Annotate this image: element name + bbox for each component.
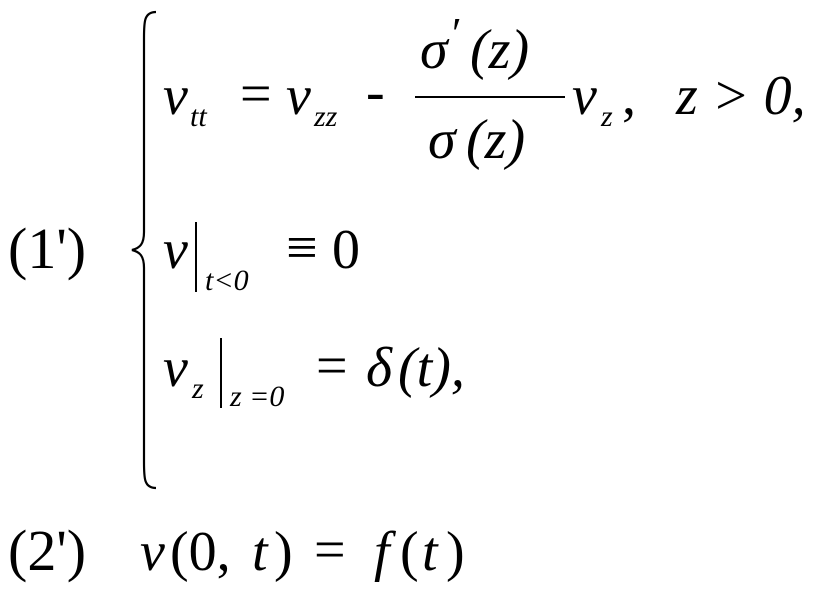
delta-argument: (t), <box>398 337 465 399</box>
equals-sign: = <box>240 63 272 125</box>
f-function: f <box>374 521 390 583</box>
v-tt-var: v <box>163 65 188 127</box>
denominator-sigma: σ <box>428 109 456 171</box>
numerator-prime: ′ <box>452 9 462 58</box>
z-positive-condition: z > 0, <box>676 65 806 127</box>
v-var: v <box>163 219 188 281</box>
v-z-boundary-var: v <box>163 337 188 399</box>
t-variable: t <box>252 521 268 583</box>
v-z-var: v <box>572 65 597 127</box>
restriction-bar <box>195 222 197 292</box>
minus-sign: - <box>366 61 385 123</box>
numerator-sigma: σ <box>420 19 448 81</box>
left-brace <box>131 10 157 490</box>
zero-value: 0 <box>332 219 360 281</box>
v-args-open: (0, <box>170 521 231 583</box>
denominator-arg: (z) <box>466 109 526 171</box>
v-args-close: ) <box>274 521 293 583</box>
v-zz-subscript: zz <box>314 100 338 133</box>
v-z-subscript: z <box>601 100 613 133</box>
equals-sign-eq2: = <box>314 519 346 581</box>
z-equals-zero: z =0 <box>230 380 285 413</box>
fraction-bar <box>415 96 565 98</box>
equation-2-label: (2') <box>8 518 87 583</box>
v-function: v <box>140 521 165 583</box>
equiv-sign: ≡ <box>286 217 318 279</box>
t-less-than-zero: t<0 <box>205 264 249 297</box>
v-z-boundary-subscript: z <box>192 372 204 405</box>
f-arg-t: t <box>422 521 438 583</box>
numerator-arg: (z) <box>470 19 530 81</box>
v-zz-var: v <box>286 65 311 127</box>
equation-1-label: (1') <box>8 216 87 281</box>
delta-symbol: δ <box>366 337 393 399</box>
f-arg-open: ( <box>400 521 419 583</box>
boundary-restriction-bar <box>220 338 222 408</box>
f-arg-close: ) <box>446 521 465 583</box>
v-tt-subscript: tt <box>190 100 207 133</box>
comma: , <box>622 65 636 127</box>
equals-sign-row-3: = <box>316 335 348 397</box>
